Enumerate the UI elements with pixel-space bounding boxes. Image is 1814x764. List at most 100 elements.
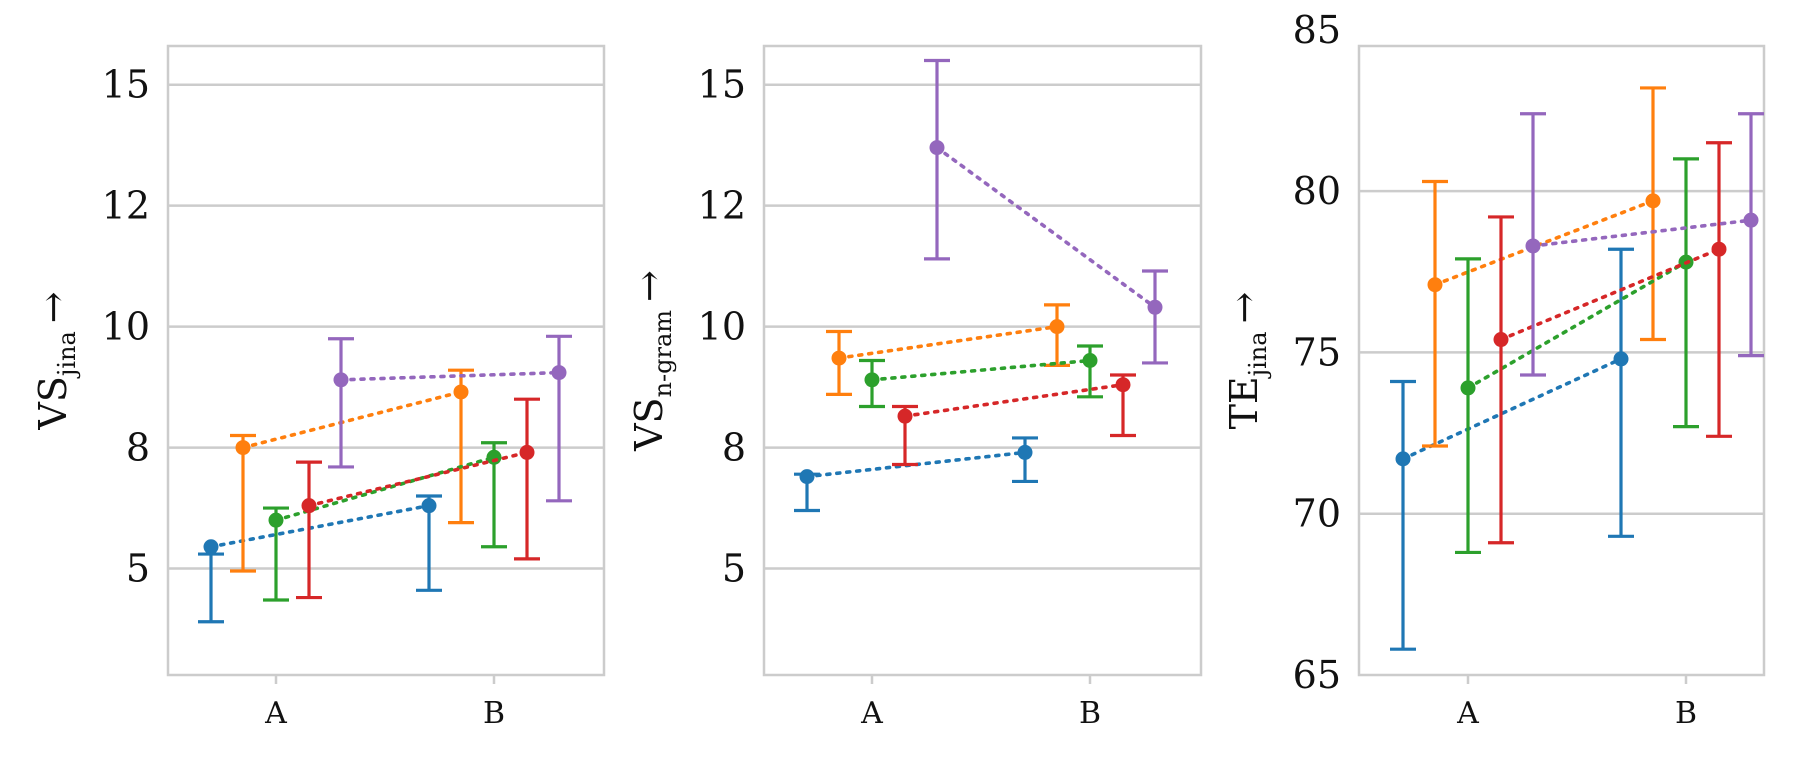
- series-2-error-bar: [230, 433, 256, 573]
- y-axis-label-main: VS: [627, 397, 671, 451]
- series-2-point: [831, 350, 847, 366]
- series-2-point: [235, 440, 251, 456]
- series-5-error-bar: [1738, 112, 1764, 358]
- series-5-point: [1525, 238, 1541, 254]
- series-5-error-bar: [924, 58, 950, 261]
- plot-frame: [166, 44, 606, 677]
- series-4-error-bar: [296, 460, 322, 600]
- series-5-point: [1743, 212, 1759, 228]
- panel-1: 5 8 10 12 15A B VSjina →: [31, 44, 606, 731]
- y-tick-label: 5: [722, 547, 746, 591]
- series-4-point: [1115, 377, 1131, 393]
- series-5-point: [1147, 299, 1163, 315]
- series-5-error-bar: [328, 337, 354, 469]
- series-3-trend-line: [1466, 260, 1688, 390]
- series-3-error-bar: [1673, 157, 1699, 429]
- panel-3: 65 70 75 80 85A B TEjina →: [1222, 8, 1766, 731]
- y-axis-label-main: TE: [1222, 376, 1266, 429]
- y-tick-label: 75: [1293, 330, 1341, 374]
- y-tick-label: 65: [1293, 653, 1341, 697]
- y-tick-label: 8: [126, 426, 150, 470]
- series-4-point: [301, 498, 317, 514]
- series-3-trend-line: [870, 358, 1092, 382]
- series-3-error-bar: [1455, 257, 1481, 555]
- series-4-error-bar: [1706, 141, 1732, 438]
- panel-2: 5 8 10 12 15A B VSn-gram →: [627, 44, 1203, 731]
- series-2-trend-line: [241, 390, 463, 450]
- series-2-trend-line: [1433, 199, 1655, 287]
- y-axis-label-main: VS: [31, 376, 75, 430]
- series-1-trend-line: [209, 503, 431, 549]
- y-tick-label: 80: [1293, 169, 1341, 213]
- series-5-trend-line: [935, 145, 1157, 310]
- series-3-point: [268, 512, 284, 528]
- series-1-point: [1613, 351, 1629, 367]
- series-4-trend-line: [903, 382, 1125, 418]
- y-tick-label: 15: [698, 63, 746, 107]
- series-3-point: [1082, 353, 1098, 368]
- y-axis-label-arrow: →: [627, 270, 671, 302]
- series-1-point: [421, 498, 437, 514]
- series-2-trend-line: [837, 324, 1059, 360]
- series-2-error-bar: [1044, 303, 1070, 367]
- x-tick-label: B: [1675, 696, 1697, 731]
- y-tick-label: 5: [126, 547, 150, 591]
- y-tick-label: 10: [698, 305, 746, 349]
- series-4-point: [519, 444, 535, 460]
- series-5-trend-line: [1531, 218, 1753, 248]
- y-tick-label: 85: [1293, 8, 1341, 52]
- y-tick-label: 8: [722, 426, 746, 470]
- series-2-error-bar: [1422, 179, 1448, 448]
- plot-frame: [762, 44, 1203, 677]
- series-1-error-bar: [198, 552, 224, 624]
- series-3-point: [1460, 380, 1476, 396]
- series-4-trend-line: [1499, 247, 1721, 342]
- y-axis-label: TEjina →: [1222, 292, 1272, 430]
- series-2-point: [453, 384, 469, 400]
- x-tick-label: A: [860, 696, 883, 731]
- plot-frame: [1357, 44, 1766, 677]
- series-4-error-bar: [514, 397, 540, 561]
- series-5-trend-line: [339, 370, 561, 382]
- y-axis-label: VSjina →: [31, 291, 81, 430]
- series-5-error-bar: [1142, 269, 1168, 365]
- series-4-point: [1711, 241, 1727, 257]
- series-5-point: [551, 365, 567, 381]
- series-2-point: [1427, 277, 1443, 293]
- series-4-point: [897, 408, 913, 424]
- x-tick-label: B: [1079, 696, 1101, 731]
- x-tick-label: A: [1456, 696, 1479, 731]
- series-1-point: [1017, 444, 1033, 460]
- series-3-point: [864, 372, 880, 388]
- series-5-point: [333, 372, 349, 388]
- series-1-error-bar: [1608, 247, 1634, 538]
- series-1-point: [203, 539, 219, 555]
- y-axis-label-sub: jina: [1244, 331, 1272, 379]
- y-tick-label: 70: [1293, 492, 1341, 536]
- series-1-point: [799, 469, 815, 485]
- x-tick-label: A: [264, 696, 287, 731]
- series-2-point: [1049, 319, 1065, 335]
- series-4-trend-line: [307, 450, 529, 508]
- y-tick-label: 12: [102, 184, 150, 228]
- y-tick-label: 10: [102, 305, 150, 349]
- series-4-point: [1493, 332, 1509, 348]
- series-3-point: [486, 449, 502, 465]
- series-1-point: [1395, 451, 1411, 467]
- y-axis-label-arrow: →: [31, 291, 75, 323]
- y-axis-label: VSn-gram →: [627, 270, 677, 452]
- series-2-point: [1645, 193, 1661, 209]
- series-1-error-bar: [1390, 379, 1416, 651]
- y-tick-label: 12: [698, 184, 746, 228]
- series-5-point: [929, 140, 945, 156]
- series-4-error-bar: [1488, 215, 1514, 545]
- y-axis-label-arrow: →: [1222, 292, 1266, 324]
- y-axis-label-sub: jina: [53, 331, 81, 379]
- x-tick-label: B: [483, 696, 505, 731]
- y-tick-label: 15: [102, 63, 150, 107]
- series-5-error-bar: [546, 334, 572, 503]
- series-1-trend-line: [1401, 357, 1623, 461]
- y-axis-label-sub: n-gram: [649, 310, 677, 398]
- series-2-error-bar: [1640, 86, 1666, 342]
